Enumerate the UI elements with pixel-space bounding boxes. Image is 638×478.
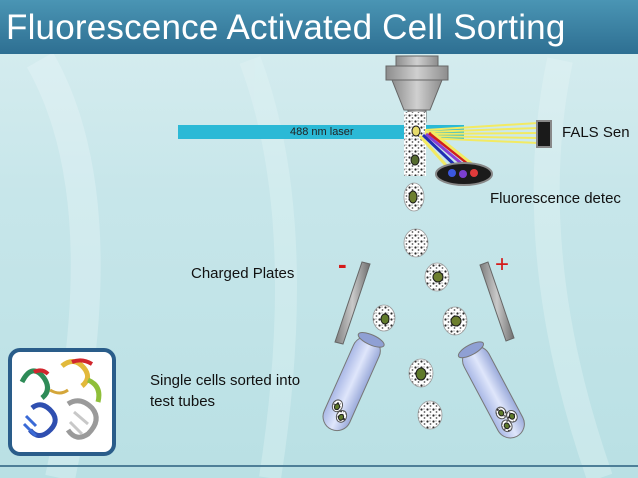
slide-title: Fluorescence Activated Cell Sorting <box>6 8 566 47</box>
cells <box>380 125 462 381</box>
protein-structure-icon <box>8 348 116 456</box>
positive-charge-sign: + <box>495 251 510 278</box>
sorted-cells-label: Single cells sorted into test tubes <box>150 372 301 410</box>
fluorescence-detector-icon <box>435 162 493 186</box>
charged-plate-icon <box>334 261 515 345</box>
negative-charge-sign: - <box>338 249 347 279</box>
scatter-lines <box>424 122 539 144</box>
laser-beam <box>178 125 464 139</box>
fals-sensor-icon <box>536 120 552 148</box>
test-tube-icon <box>457 341 525 439</box>
protein-ribbon-graphic <box>19 358 102 440</box>
cell-stream <box>404 112 426 176</box>
laser-label: 488 nm laser <box>290 126 354 138</box>
fluorescence-detector-label: Fluorescence detec <box>490 190 621 207</box>
fals-sensor-label: FALS Sen <box>562 124 630 141</box>
charged-plates-label: Charged Plates <box>191 265 295 282</box>
droplets <box>372 182 468 430</box>
title-bar: Fluorescence Activated Cell Sorting <box>0 0 638 54</box>
test-tube-icon <box>322 332 385 432</box>
